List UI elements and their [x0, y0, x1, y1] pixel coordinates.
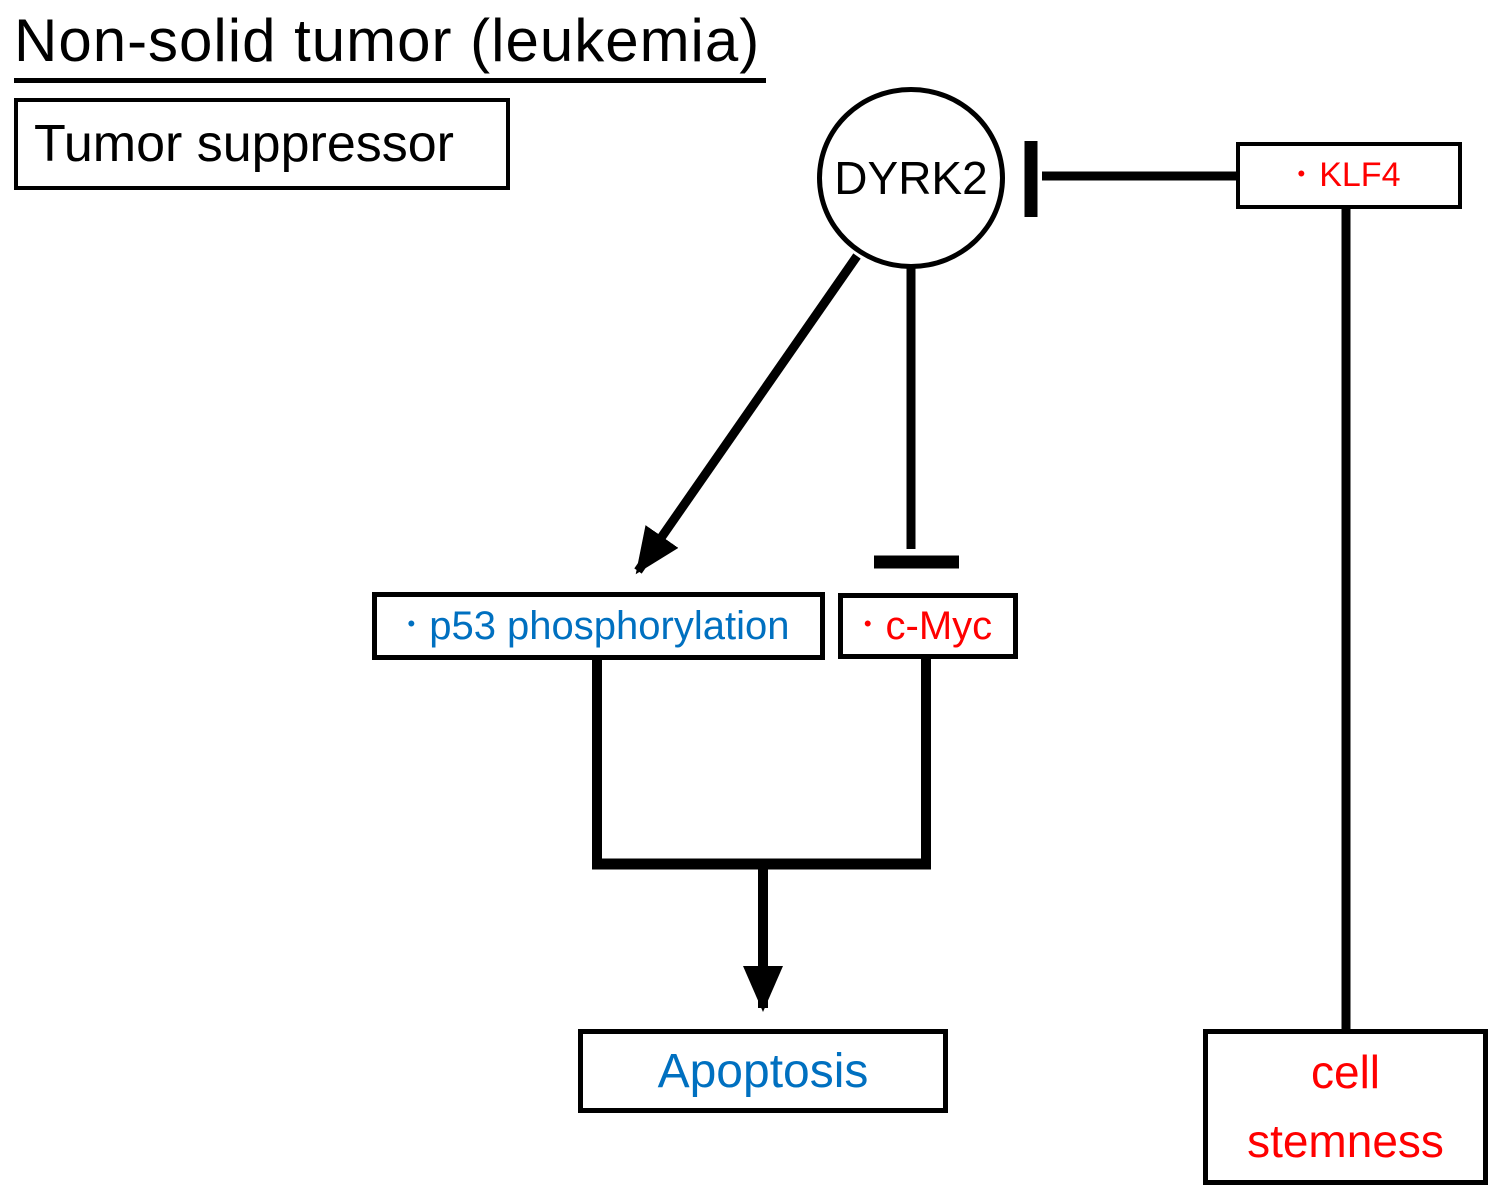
stemness-label: cell stemness	[1247, 1046, 1444, 1167]
node-p53-phosphorylation: • p53 phosphorylation	[372, 592, 825, 660]
bullet-icon: •	[863, 611, 872, 636]
p53-label: p53 phosphorylation	[429, 603, 790, 648]
dyrk2-label: DYRK2	[834, 152, 988, 204]
node-dyrk2: DYRK2	[817, 87, 1005, 269]
legend-label: Tumor suppressor	[34, 115, 454, 173]
node-klf4: • KLF4	[1236, 142, 1462, 209]
bullet-icon: •	[407, 611, 416, 636]
apoptosis-label: Apoptosis	[657, 1044, 869, 1098]
node-c-myc: • c-Myc	[838, 593, 1018, 659]
klf4-label: KLF4	[1319, 156, 1401, 194]
edge-dyrk2-p53-arrow	[634, 253, 861, 575]
page-title: Non-solid tumor (leukemia)	[14, 6, 767, 83]
bullet-icon: •	[1297, 160, 1306, 186]
cmyc-label: c-Myc	[885, 603, 993, 648]
node-cell-stemness: cell stemness	[1203, 1029, 1488, 1185]
legend-box-tumor-suppressor: Tumor suppressor	[14, 98, 510, 190]
node-apoptosis: Apoptosis	[578, 1029, 948, 1113]
